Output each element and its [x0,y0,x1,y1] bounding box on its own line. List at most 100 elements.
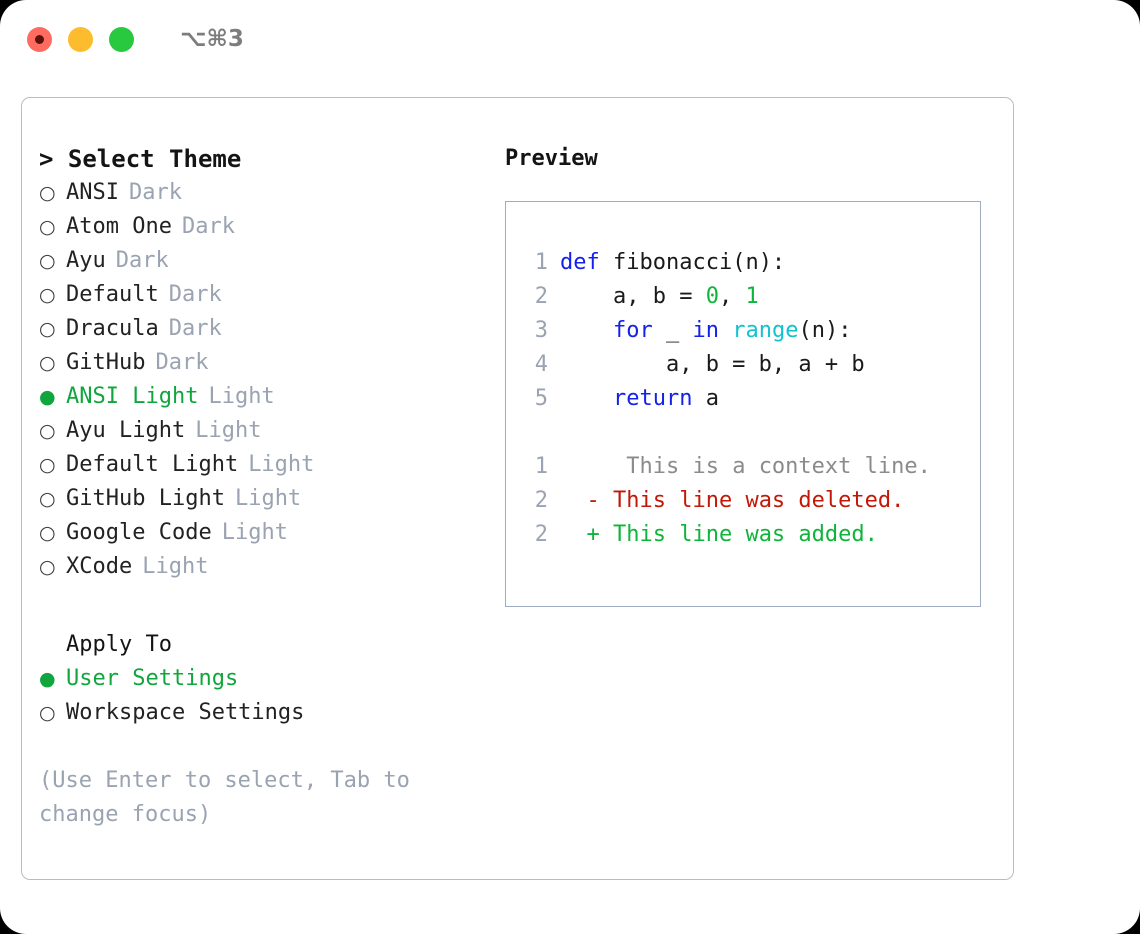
theme-list-item[interactable]: ○ GitHub Dark [39,346,492,380]
theme-item-kind-badge: Light [248,452,315,477]
code-token: a, b = b, a + b [560,352,865,377]
section-spacer [39,584,492,628]
diff-marker [560,454,600,479]
line-number: 2 [534,522,548,547]
theme-list-item[interactable]: ○ GitHub Light Light [39,482,492,516]
minimize-button-icon[interactable] [68,26,93,52]
code-token [560,318,613,343]
theme-item-kind-badge: Light [195,418,262,443]
radio-unselected-icon[interactable]: ○ [39,318,56,340]
line-number: 3 [534,318,548,343]
code-line: 2 a, b = 0, 1 [524,280,980,314]
code-token: for [612,318,653,343]
title-bar: ⌥⌘3 [0,0,1140,78]
diff-text: This line was deleted. [599,488,905,513]
radio-unselected-icon[interactable]: ○ [39,216,56,238]
theme-item-label: Default [66,282,159,307]
theme-list-item[interactable]: ○ Atom One Dark [39,210,492,244]
theme-item-label: Google Code [66,520,212,545]
line-number: 2 [534,488,548,513]
theme-item-label: GitHub Light [66,486,225,511]
apply-to-item[interactable]: ○ Workspace Settings [39,696,492,730]
theme-list-item[interactable]: ○ Google Code Light [39,516,492,550]
theme-item-label: ANSI Light [66,384,199,409]
apply-to-header: Apply To [66,632,172,657]
apply-to-item-label: Workspace Settings [66,700,305,725]
code-token: range [732,318,799,343]
code-line: 3 for _ in range(n): [524,314,980,348]
code-token: a [692,386,719,411]
radio-unselected-icon[interactable]: ○ [39,488,56,510]
theme-list-item[interactable]: ○ XCode Light [39,550,492,584]
radio-unselected-icon[interactable]: ○ [39,556,56,578]
maximize-button-icon[interactable] [109,26,134,52]
prompt-caret-icon: > [39,145,54,173]
theme-list-item[interactable]: ○ ANSI Dark [39,176,492,210]
theme-item-kind-badge: Dark [168,316,222,341]
diff-text: This is a context line. [599,454,931,479]
code-token: a, b = [560,284,706,309]
code-line: 4 a, b = b, a + b [524,348,980,382]
code-token: fibonacci(n): [599,250,786,275]
theme-item-kind-badge: Dark [115,248,169,273]
theme-item-label: XCode [66,554,133,579]
diff-line: 2 - This line was deleted. [524,484,980,518]
theme-item-label: Ayu [66,248,106,273]
theme-item-label: ANSI [66,180,119,205]
theme-item-kind-badge: Light [234,486,302,511]
theme-list-title: Select Theme [67,145,242,173]
diff-sample: 1 This is a context line. 2 - This line w… [524,450,980,552]
code-token: 1 [745,284,759,309]
code-token: _ [652,318,693,343]
theme-item-kind-badge: Dark [155,350,209,375]
theme-item-kind-badge: Dark [181,214,235,239]
code-token: 0 [705,284,719,309]
theme-list-item[interactable]: ○ Dracula Dark [39,312,492,346]
code-token: (n): [798,318,852,343]
preview-title: Preview [505,146,598,171]
keyboard-shortcut-label: ⌥⌘3 [180,26,244,52]
theme-item-kind-badge: Dark [128,180,182,205]
theme-list-header: > Select Theme [39,142,492,176]
line-number: 5 [534,386,548,411]
diff-line: 2 + This line was added. [524,518,980,552]
apply-to-list[interactable]: ● User Settings ○ Workspace Settings [39,662,492,730]
code-token: , [718,284,746,309]
code-token: def [560,250,600,275]
theme-item-label: Dracula [66,316,159,341]
radio-unselected-icon[interactable]: ○ [39,420,56,442]
apply-to-item[interactable]: ● User Settings [39,662,492,696]
radio-unselected-icon[interactable]: ○ [39,454,56,476]
diff-marker: - [560,488,600,513]
line-number: 1 [534,454,548,479]
line-number: 2 [534,284,548,309]
radio-unselected-icon[interactable]: ○ [39,182,56,204]
radio-unselected-icon[interactable]: ○ [39,702,56,724]
code-token [560,386,613,411]
theme-item-label: GitHub [66,350,146,375]
close-button-icon[interactable] [27,26,52,52]
radio-unselected-icon[interactable]: ○ [39,522,56,544]
radio-unselected-icon[interactable]: ○ [39,352,56,374]
theme-item-kind-badge: Light [142,554,209,579]
radio-selected-icon[interactable]: ● [39,668,56,690]
theme-list-item[interactable]: ○ Ayu Dark [39,244,492,278]
apply-to-item-label: User Settings [66,666,239,691]
radio-selected-icon[interactable]: ● [39,386,56,408]
radio-unselected-icon[interactable]: ○ [39,250,56,272]
theme-item-label: Atom One [66,214,172,239]
radio-unselected-icon[interactable]: ○ [39,284,56,306]
keyboard-hint-text: (Use Enter to select, Tab to change focu… [39,768,410,827]
code-token: return [612,386,693,411]
theme-item-kind-badge: Light [221,520,288,545]
